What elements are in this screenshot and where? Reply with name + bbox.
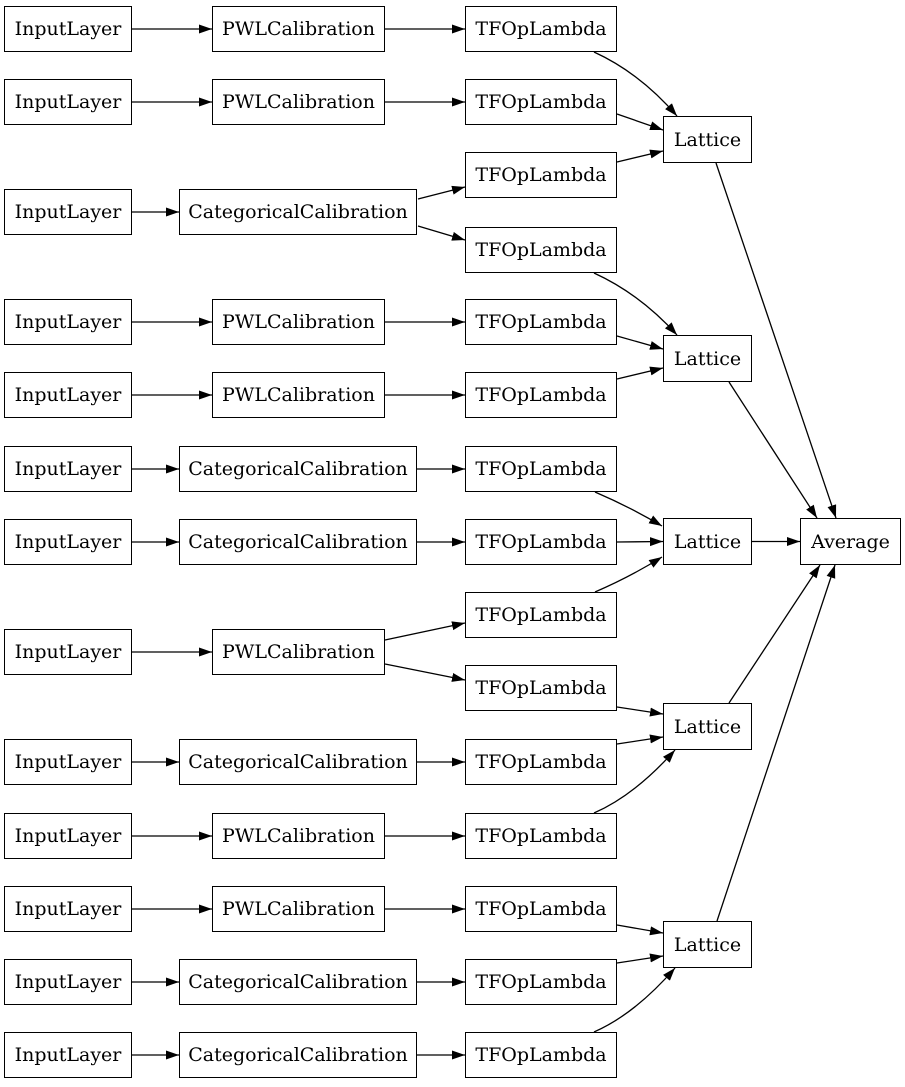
node-tf4-tfoplambda: TFOpLambda [465, 227, 617, 273]
node-tf7-tfoplambda: TFOpLambda [465, 446, 617, 492]
node-tf12-tfoplambda: TFOpLambda [465, 813, 617, 859]
node-in8-inputlayer: InputLayer [4, 629, 132, 675]
node-cal10-pwlcalibration: PWLCalibration [212, 813, 385, 859]
node-cal1-pwlcalibration: PWLCalibration [212, 6, 385, 52]
node-avg-average: Average [800, 518, 901, 565]
edge-tf6-to-lat2 [616, 366, 664, 380]
node-lat1-lattice: Lattice [663, 116, 752, 163]
edge-tf4-to-lat2 [593, 272, 678, 336]
edge-tf9-to-lat3 [594, 556, 663, 593]
edge-tf13-to-lat5 [616, 924, 664, 936]
node-cal4-pwlcalibration: PWLCalibration [212, 299, 385, 345]
node-cal7-categoricalcalibration: CategoricalCalibration [179, 519, 417, 565]
node-in6-inputlayer: InputLayer [4, 446, 132, 492]
node-tf11-tfoplambda: TFOpLambda [465, 739, 617, 785]
node-tf10-tfoplambda: TFOpLambda [465, 665, 617, 711]
edge-lat1-to-avg [715, 162, 837, 519]
node-in9-inputlayer: InputLayer [4, 739, 132, 785]
edge-cal3-to-tf4 [417, 225, 466, 241]
node-cal8-pwlcalibration: PWLCalibration [212, 629, 385, 675]
node-lat3-lattice: Lattice [663, 518, 752, 565]
edge-tf5-to-lat2 [616, 335, 664, 350]
node-tf8-tfoplambda: TFOpLambda [465, 519, 617, 565]
node-tf5-tfoplambda: TFOpLambda [465, 299, 617, 345]
edge-cal8-to-tf10 [384, 663, 466, 682]
edge-tf7-to-lat3 [594, 491, 663, 527]
node-tf13-tfoplambda: TFOpLambda [465, 886, 617, 932]
node-in10-inputlayer: InputLayer [4, 813, 132, 859]
node-cal13-categoricalcalibration: CategoricalCalibration [179, 1032, 417, 1078]
edge-tf3-to-lat1 [616, 149, 664, 163]
edge-tf10-to-lat4 [616, 706, 664, 717]
node-cal5-pwlcalibration: PWLCalibration [212, 372, 385, 418]
node-in12-inputlayer: InputLayer [4, 959, 132, 1005]
node-lat4-lattice: Lattice [663, 703, 752, 750]
node-tf1-tfoplambda: TFOpLambda [465, 6, 617, 52]
node-lat5-lattice: Lattice [663, 921, 752, 968]
edge-lat5-to-avg [716, 564, 836, 922]
node-cal12-categoricalcalibration: CategoricalCalibration [179, 959, 417, 1005]
node-cal2-pwlcalibration: PWLCalibration [212, 79, 385, 125]
edge-tf11-to-lat4 [616, 734, 664, 745]
node-cal9-categoricalcalibration: CategoricalCalibration [179, 739, 417, 785]
edge-tf12-to-lat4 [593, 749, 676, 814]
node-tf6-tfoplambda: TFOpLambda [465, 372, 617, 418]
edge-cal3-to-tf3 [417, 185, 466, 200]
edge-cal8-to-tf9 [384, 621, 466, 641]
node-in13-inputlayer: InputLayer [4, 1032, 132, 1078]
node-in5-inputlayer: InputLayer [4, 372, 132, 418]
edge-tf2-to-lat1 [616, 113, 664, 131]
node-in1-inputlayer: InputLayer [4, 6, 132, 52]
node-cal3-categoricalcalibration: CategoricalCalibration [179, 189, 417, 235]
edge-tf8-to-lat3 [616, 537, 664, 547]
node-in4-inputlayer: InputLayer [4, 299, 132, 345]
node-tf2-tfoplambda: TFOpLambda [465, 79, 617, 125]
node-cal11-pwlcalibration: PWLCalibration [212, 886, 385, 932]
node-tf14-tfoplambda: TFOpLambda [465, 959, 617, 1005]
edge-lat2-to-avg [728, 381, 818, 519]
node-tf9-tfoplambda: TFOpLambda [465, 592, 617, 638]
edge-tf1-to-lat1 [593, 51, 678, 117]
edge-tf14-to-lat5 [616, 953, 664, 964]
node-in2-inputlayer: InputLayer [4, 79, 132, 125]
edge-lat4-to-avg [728, 564, 821, 704]
node-in7-inputlayer: InputLayer [4, 519, 132, 565]
node-cal6-categoricalcalibration: CategoricalCalibration [179, 446, 417, 492]
node-tf3-tfoplambda: TFOpLambda [465, 152, 617, 198]
node-tf15-tfoplambda: TFOpLambda [465, 1032, 617, 1078]
node-in3-inputlayer: InputLayer [4, 189, 132, 235]
edge-tf15-to-lat5 [593, 967, 676, 1033]
node-lat2-lattice: Lattice [663, 335, 752, 382]
node-in11-inputlayer: InputLayer [4, 886, 132, 932]
